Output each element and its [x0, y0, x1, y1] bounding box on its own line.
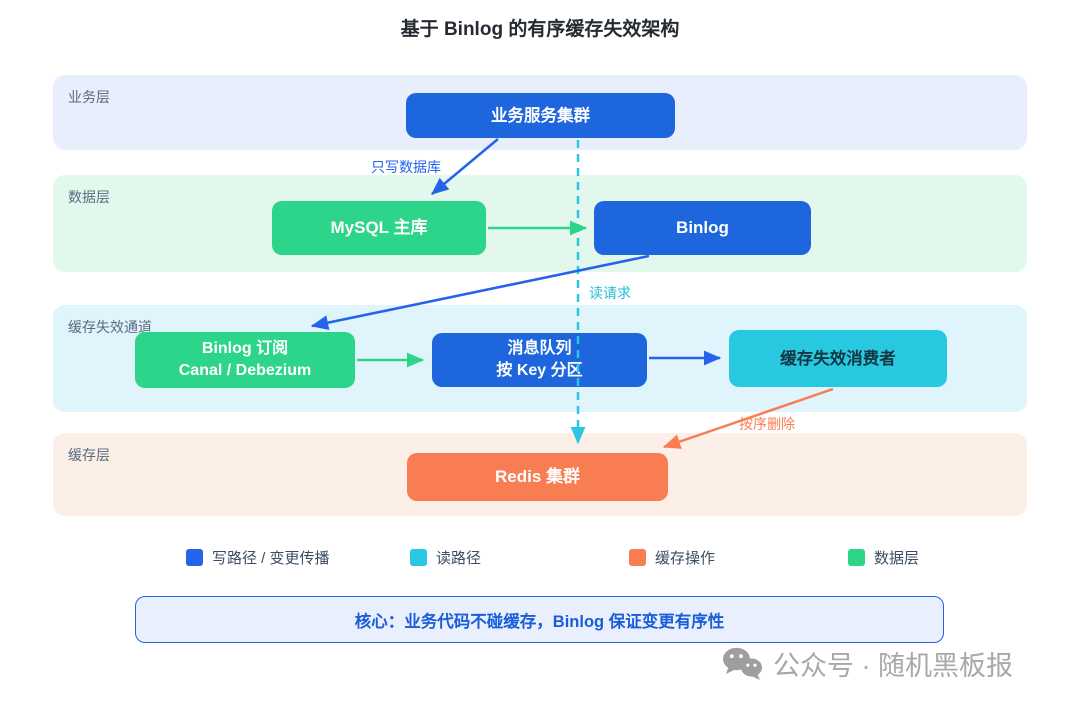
layer-label-business: 业务层	[68, 89, 110, 105]
node-mysql-label: MySQL 主库	[330, 218, 428, 237]
node-binlog: Binlog	[594, 201, 811, 255]
node-queue-line1: 消息队列	[507, 340, 572, 357]
legend-swatch-read-path	[410, 549, 427, 566]
node-app-cluster-label: 业务服务集群	[491, 106, 590, 125]
layer-label-cache: 缓存层	[68, 447, 110, 463]
edge-label-write-db: 只写数据库	[371, 159, 441, 175]
core-note: 核心：业务代码不碰缓存，Binlog 保证变更有序性	[135, 596, 944, 643]
wechat-icon	[723, 647, 762, 680]
node-queue-line2: 按 Key 分区	[496, 362, 583, 379]
node-subscriber-line2: Canal / Debezium	[178, 362, 312, 379]
node-app-cluster: 业务服务集群	[406, 93, 675, 138]
node-redis-label: Redis 集群	[494, 467, 581, 486]
node-binlog-subscriber: Binlog 订阅 Canal / Debezium	[135, 332, 355, 388]
legend-swatch-write-path	[186, 549, 203, 566]
legend-label-data-layer: 数据层	[874, 550, 920, 567]
node-invalidation-consumer: 缓存失效消费者	[729, 330, 947, 387]
node-consumer-label: 缓存失效消费者	[780, 349, 896, 368]
watermark: 公众号 · 随机黑板报	[722, 644, 1013, 683]
legend-label-write-path: 写路径 / 变更传播	[212, 550, 330, 567]
node-binlog-label: Binlog	[676, 218, 729, 237]
legend-item-data-layer: 数据层	[848, 547, 919, 568]
diagram-title: 基于 Binlog 的有序缓存失效架构	[400, 19, 680, 40]
node-subscriber-line1: Binlog 订阅	[201, 340, 289, 357]
edge-label-ordered-delete: 按序删除	[739, 416, 795, 432]
core-note-text: 核心：业务代码不碰缓存，Binlog 保证变更有序性	[354, 612, 725, 631]
legend-label-cache-op: 缓存操作	[655, 550, 716, 567]
node-message-queue: 消息队列 按 Key 分区	[432, 333, 647, 387]
legend-label-read-path: 读路径	[436, 550, 482, 567]
edge-label-read-request: 读请求	[589, 285, 631, 301]
legend-item-write-path: 写路径 / 变更传播	[186, 547, 330, 568]
layer-label-channel: 缓存失效通道	[68, 319, 152, 335]
node-mysql-primary: MySQL 主库	[272, 201, 486, 255]
legend-swatch-data-layer	[848, 549, 865, 566]
watermark-text: 公众号 · 随机黑板报	[773, 651, 1013, 681]
node-redis-cluster: Redis 集群	[407, 453, 668, 501]
layer-band-data: 数据层	[53, 175, 1027, 272]
layer-label-data: 数据层	[68, 189, 110, 205]
legend-swatch-cache-op	[629, 549, 646, 566]
legend-item-read-path: 读路径	[410, 547, 481, 568]
legend-item-cache-op: 缓存操作	[629, 547, 715, 568]
